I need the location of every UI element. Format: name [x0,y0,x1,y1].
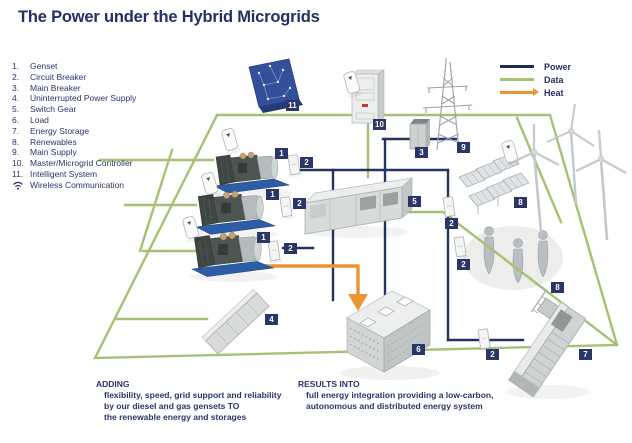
wireless-antenna-icon [179,214,203,245]
list-item: 7.Energy Storage [12,125,90,136]
badge-breaker-2: 2 [445,218,458,229]
badge-storage-7: 7 [579,349,592,360]
breaker-panel [265,239,284,265]
badge-renewables-8: 8 [551,282,564,293]
legend-item-heat: Heat [500,86,571,99]
legend: Power Data Heat [500,60,571,99]
energy-storage-illustration [506,290,590,399]
power-line-swatch [500,65,534,68]
solar-panels-illustration [458,153,530,214]
badge-breaker-2: 2 [284,243,297,254]
wind-turbines-illustration [508,103,627,241]
legend-item-power: Power [500,60,571,73]
load-building-illustration [340,290,440,380]
list-item: 10.Master/Microgrid Controller [12,158,133,169]
list-item: 8.Renewables [12,136,77,147]
badge-main-breaker-3: 3 [415,147,428,158]
component-list: 1.Genset 2.Circuit Breaker 3.Main Breake… [10,61,136,191]
list-item: 11.Intelligent System [12,168,98,179]
heat-arrow-swatch [500,88,539,96]
data-line-swatch [500,78,534,81]
list-item: 9.Main Supply [12,147,77,158]
badge-main-supply-9: 9 [457,142,470,153]
heat-line [233,264,368,311]
people-figures [463,226,563,290]
badge-ups-4: 4 [265,314,278,325]
list-item: 6.Load [12,114,49,125]
adding-note: ADDING flexibility, speed, grid support … [96,379,282,422]
badge-intelligent-11: 11 [286,100,299,111]
badge-genset-1: 1 [266,189,279,200]
breaker-panel [440,195,459,221]
list-item: 5.Switch Gear [12,104,77,115]
page-title: The Power under the Hybrid Microgrids [18,8,320,26]
wifi-icon [13,181,23,190]
list-item: 4.Uninterrupted Power Supply [12,93,137,104]
list-item: 1.Genset [12,61,58,71]
adding-title: ADDING [96,379,130,389]
badge-breaker-2: 2 [300,157,313,168]
list-item: 3.Main Breaker [12,82,81,93]
results-note: RESULTS INTO full energy integration pro… [298,379,494,411]
badge-load-6: 6 [412,344,425,355]
data-lines [93,113,619,360]
badge-breaker-2: 2 [486,349,499,360]
wireless-antenna-icon [218,126,242,157]
badge-genset-1: 1 [275,148,288,159]
ups-illustration [201,288,270,355]
badge-controller-10: 10 [373,119,386,130]
badge-breaker-2: 2 [457,259,470,270]
legend-item-data: Data [500,73,571,86]
list-item: 2.Circuit Breaker [12,71,87,82]
main-breaker-illustration [409,119,430,150]
transmission-tower-illustration [422,58,473,151]
switchgear-illustration [303,177,414,238]
badge-genset-1: 1 [257,232,270,243]
list-item-wireless: Wireless Communication [10,180,136,191]
results-title: RESULTS INTO [298,379,360,389]
badge-renewables-8: 8 [514,197,527,208]
badge-switchgear-5: 5 [408,196,421,207]
badge-breaker-2: 2 [293,198,306,209]
